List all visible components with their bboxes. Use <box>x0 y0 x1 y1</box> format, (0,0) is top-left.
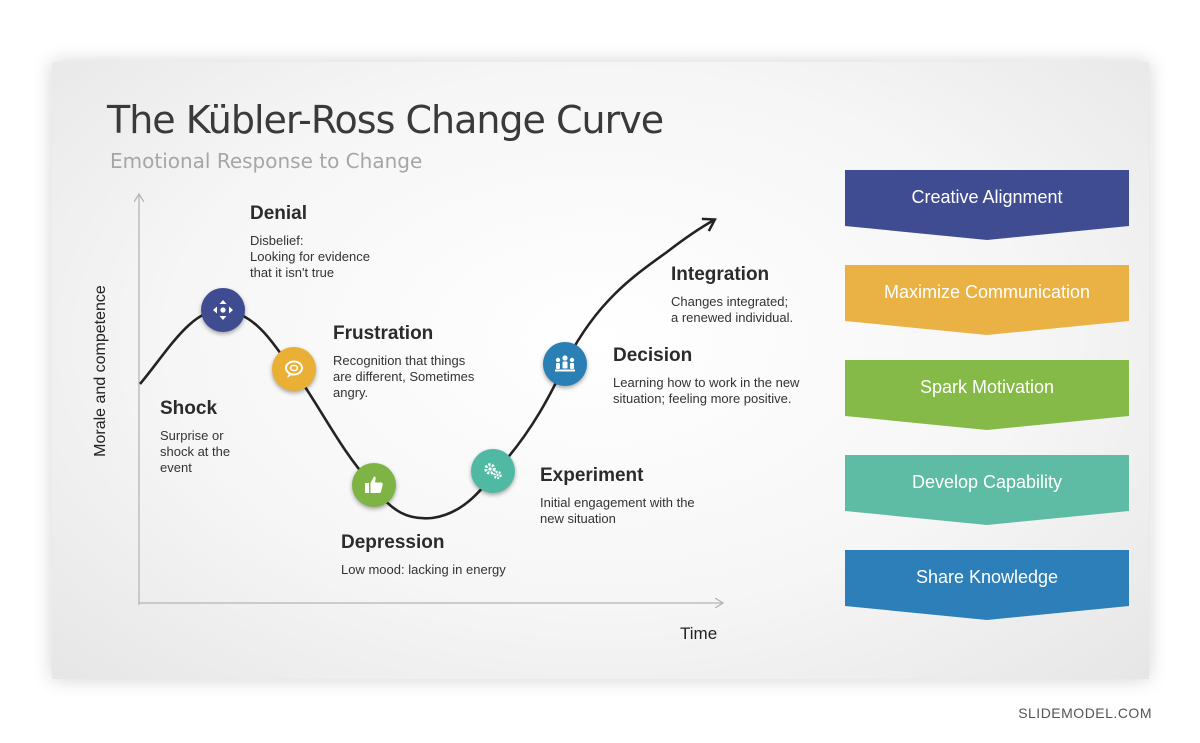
y-axis-label: Morale and competence <box>92 285 109 457</box>
action-label: Develop Capability <box>911 472 1063 492</box>
stage-description: Disbelief: Looking for evidence that it … <box>250 233 370 280</box>
thumbs-up-icon <box>352 463 396 507</box>
action-creative-alignment: Creative Alignment <box>845 170 1129 240</box>
slide: The Kübler-Ross Change Curve Emotional R… <box>52 62 1149 679</box>
chat-bubbles-icon <box>272 347 316 391</box>
action-label: Share Knowledge <box>915 567 1059 587</box>
stage-denial: Denial Disbelief: Looking for evidence t… <box>250 203 420 281</box>
stage-title: Shock <box>160 398 218 419</box>
stage-description: Initial engagement with the new situatio… <box>540 495 695 526</box>
action-label: Maximize Communication <box>883 282 1091 302</box>
action-label: Spark Motivation <box>919 377 1055 397</box>
team-icon <box>543 342 587 386</box>
footer-watermark: SLIDEMODEL.COM <box>1018 705 1152 721</box>
move-arrows-icon <box>201 288 245 332</box>
stage-title: Frustration <box>333 323 434 344</box>
action-label: Creative Alignment <box>911 187 1063 207</box>
action-maximize-communication: Maximize Communication <box>845 265 1129 335</box>
stage-frustration: Frustration Recognition that things are … <box>333 323 523 401</box>
stage-title: Depression <box>341 532 445 553</box>
stage-description: Surprise or shock at the event <box>160 428 231 475</box>
action-spark-motivation: Spark Motivation <box>845 360 1129 430</box>
stage-integration: Integration Changes integrated; a renewe… <box>671 264 851 326</box>
stage-title: Integration <box>671 264 770 285</box>
slide-title: The Kübler-Ross Change Curve <box>107 98 664 142</box>
x-axis-label: Time <box>680 624 718 643</box>
stage-depression: Depression Low mood: lacking in energy <box>341 532 561 578</box>
stage-experiment: Experiment Initial engagement with the n… <box>540 465 760 527</box>
stage-decision: Decision Learning how to work in the new… <box>613 345 843 407</box>
stage-description: Changes integrated; a renewed individual… <box>671 294 794 325</box>
stage-description: Learning how to work in the new situatio… <box>613 375 800 406</box>
stage-title: Experiment <box>540 465 644 486</box>
stage-shock: Shock Surprise or shock at the event <box>160 398 270 476</box>
gears-icon <box>471 449 515 493</box>
stage-description: Low mood: lacking in energy <box>341 562 506 577</box>
slide-subtitle: Emotional Response to Change <box>110 149 423 173</box>
stage-title: Denial <box>250 203 308 224</box>
action-share-knowledge: Share Knowledge <box>845 550 1129 620</box>
stage-title: Decision <box>613 345 693 366</box>
action-develop-capability: Develop Capability <box>845 455 1129 525</box>
stage-description: Recognition that things are different, S… <box>333 353 475 400</box>
